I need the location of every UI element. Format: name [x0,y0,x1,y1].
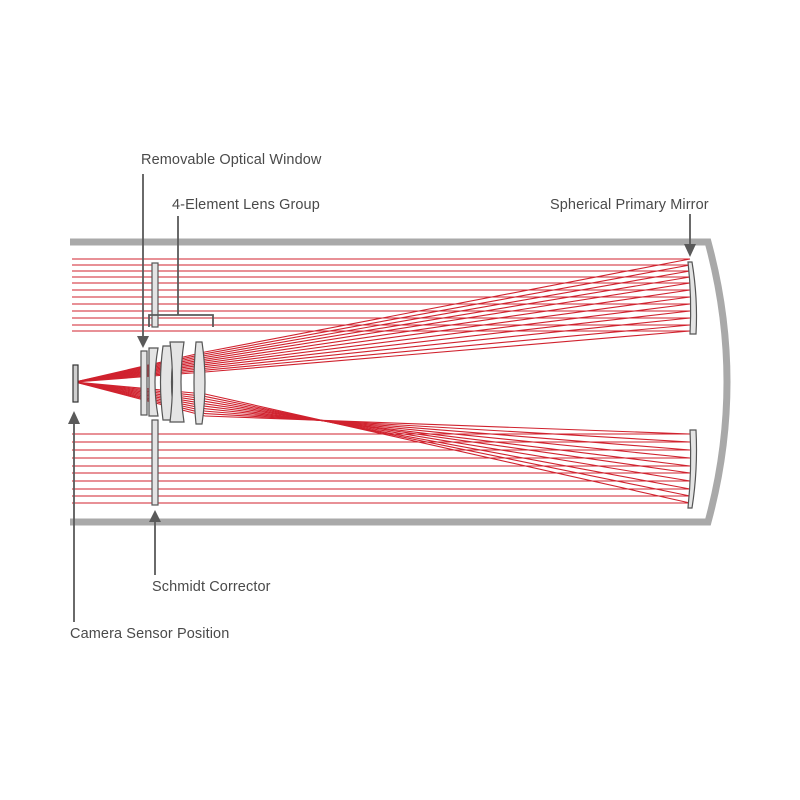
ray-reflected-8 [204,303,691,366]
ray-reflected-20 [204,398,691,490]
ray-reflected-15 [204,410,691,451]
lens-element-1 [148,347,159,417]
ray-reflected-17 [204,405,691,467]
label-schmidt-corrector: Schmidt Corrector [152,579,271,595]
schmidt-corrector-upper [151,262,159,328]
ray-reflected-3 [204,270,691,357]
ray-focus-12 [74,371,206,383]
ray-reflected-14 [204,413,691,443]
primary-mirror-upper [687,261,698,335]
ray-reflected-10 [204,317,691,369]
ray-focus-22 [74,381,206,395]
ray-reflected-2 [204,264,691,355]
ray-reflected-21 [204,395,691,497]
optical-window [140,350,148,416]
ray-reflected-12 [204,330,691,373]
ray-reflected-5 [204,282,691,360]
arrow-schmidt-corrector-icon [149,510,161,522]
camera-sensor [72,364,79,403]
tube-wall [70,238,731,526]
ray-reflected-11 [204,324,691,371]
label-lens-group: 4-Element Lens Group [172,197,320,213]
ray-reflected-1 [204,258,691,353]
pointer-lens-group [148,216,214,327]
label-removable-optical-window: Removable Optical Window [141,152,322,168]
arrow-primary-mirror-icon [684,244,696,257]
primary-mirror-lower [687,429,698,509]
arrow-removable-optical-window-icon [137,336,149,348]
lens-element-4 [193,341,206,425]
ray-reflected-9 [204,310,691,368]
ray-reflected-16 [204,408,691,459]
label-camera-sensor: Camera Sensor Position [70,626,229,642]
ray-reflected-4 [204,276,691,358]
label-primary-mirror: Spherical Primary Mirror [550,197,709,213]
schmidt-corrector-lower [151,419,159,506]
lens-element-3 [169,341,185,423]
ray-reflected-13 [204,415,691,435]
ray-reflected-7 [204,296,691,364]
ray-reflected-22 [204,393,691,504]
light-rays [72,258,691,504]
ray-reflected-19 [204,400,691,482]
arrow-camera-sensor-icon [68,411,80,424]
ray-reflected-18 [204,403,691,474]
